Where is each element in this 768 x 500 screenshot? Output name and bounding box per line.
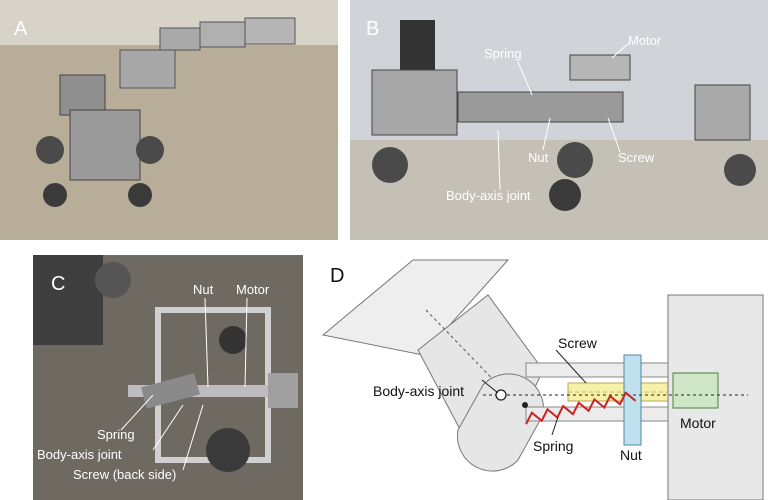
robot-module xyxy=(371,69,458,136)
label-nut: Nut xyxy=(528,150,549,165)
robot-module-front xyxy=(69,109,141,181)
label-motor: Motor xyxy=(236,282,270,297)
leader-motor xyxy=(244,297,248,388)
label-spring: Spring xyxy=(533,438,574,454)
leader-body-axis-joint xyxy=(152,404,184,451)
panel-c-letter: C xyxy=(51,273,66,295)
robot-wheel xyxy=(557,142,593,178)
gear-wheel xyxy=(206,428,250,472)
robot-module xyxy=(33,255,103,345)
panel-c-illustration xyxy=(33,255,298,472)
module-left xyxy=(321,259,510,356)
panel-b-photo: B Spring Motor Nut Screw Body-axis joint xyxy=(350,0,768,240)
joint-mechanism xyxy=(457,91,624,123)
leader-screw xyxy=(607,117,621,153)
spring-coil xyxy=(525,391,637,425)
label-spring: Spring xyxy=(97,427,135,442)
label-screw: Screw xyxy=(558,335,597,351)
camera-block xyxy=(400,20,435,70)
leader-screw xyxy=(182,404,204,471)
leader-nut xyxy=(542,117,551,151)
label-motor: Motor xyxy=(628,33,662,48)
leader-body-axis-joint xyxy=(481,379,499,394)
leader-nut xyxy=(204,297,209,388)
leader-spring xyxy=(517,61,533,96)
robot-wheel xyxy=(95,262,131,298)
panel-d-diagram: D Screw Body-axis joint Spring Nut Motor xyxy=(318,255,768,500)
robot-wheel xyxy=(128,183,152,207)
robot-module xyxy=(159,27,201,51)
robot-wheel xyxy=(36,136,64,164)
robot-wheel xyxy=(43,183,67,207)
label-screw: Screw xyxy=(618,150,655,165)
label-spring: Spring xyxy=(484,46,522,61)
panel-d-letter: D xyxy=(330,265,345,287)
motor-block xyxy=(672,372,719,409)
robot-module xyxy=(59,74,106,116)
label-body-axis-joint: Body-axis joint xyxy=(37,447,122,462)
robot-module xyxy=(244,17,296,45)
panel-b-letter: B xyxy=(366,18,380,40)
motor-end xyxy=(219,326,247,354)
panel-a-letter: A xyxy=(14,18,28,40)
leader-motor xyxy=(611,41,631,59)
robot-wheel xyxy=(549,179,581,211)
label-nut: Nut xyxy=(193,282,214,297)
robot-module xyxy=(119,49,176,89)
panel-a-illustration xyxy=(0,0,338,240)
robot-wheel xyxy=(372,147,408,183)
panel-a-photo: A xyxy=(0,0,338,240)
panel-b-illustration xyxy=(350,0,768,240)
nut-block xyxy=(623,354,642,446)
robot-wheel xyxy=(136,136,164,164)
leader-spring xyxy=(551,416,559,436)
joint-pivot xyxy=(495,389,507,401)
label-screw-back-side: Screw (back side) xyxy=(73,467,177,482)
panel-d-schematic xyxy=(321,259,764,500)
motor-body xyxy=(268,373,298,408)
leader-body-axis-joint xyxy=(497,129,501,191)
label-body-axis-joint: Body-axis joint xyxy=(373,383,465,399)
panel-c-photo: C Nut Motor Spring Body-axis joint Screw… xyxy=(33,255,303,500)
robot-module xyxy=(694,84,751,141)
robot-wheel xyxy=(724,154,756,186)
motor-body xyxy=(569,54,631,81)
leader-spring xyxy=(120,394,154,431)
spring-part xyxy=(141,373,200,409)
leader-screw xyxy=(555,349,587,384)
spring-anchor xyxy=(522,402,528,408)
label-body-axis-joint: Body-axis joint xyxy=(446,188,531,203)
label-motor: Motor xyxy=(680,415,716,431)
robot-module xyxy=(199,21,246,48)
label-nut: Nut xyxy=(620,447,642,463)
